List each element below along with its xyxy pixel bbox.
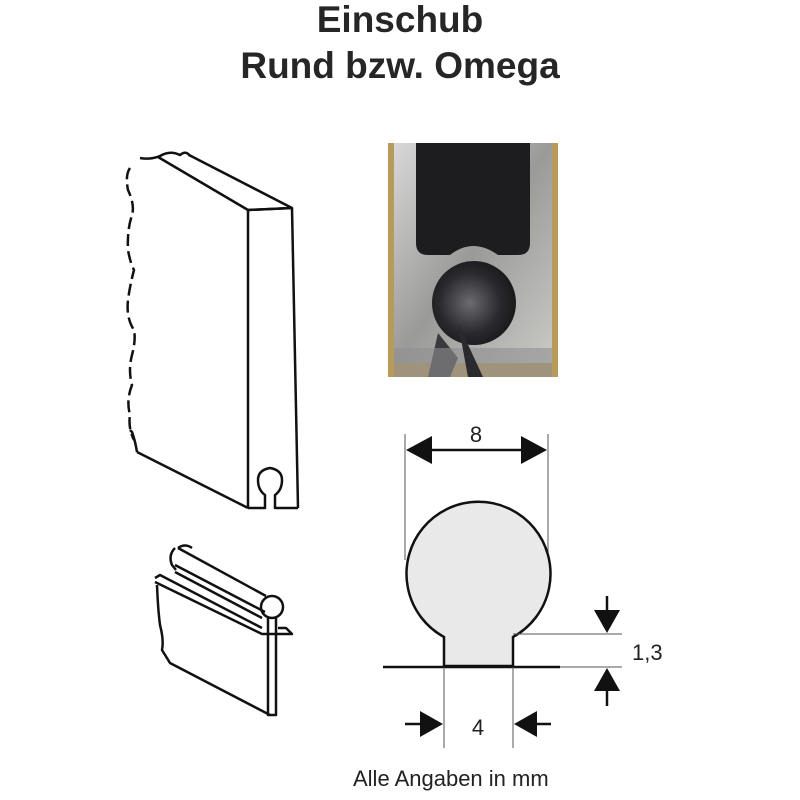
profile-photo xyxy=(388,143,558,377)
title-line-1: Einschub xyxy=(316,0,484,40)
cross-section-drawing: 8 1,3 4 xyxy=(383,422,663,748)
profile-rail-drawing xyxy=(125,151,300,510)
title-line-2: Rund bzw. Omega xyxy=(240,45,560,86)
dimension-height-1-3: 1,3 xyxy=(632,640,663,665)
profile-photo-image xyxy=(388,143,558,377)
dimension-width-4: 4 xyxy=(472,715,484,740)
dimension-width-8: 8 xyxy=(470,422,482,447)
insert-strip-drawing xyxy=(154,544,294,717)
unit-note: Alle Angaben in mm xyxy=(353,766,549,791)
